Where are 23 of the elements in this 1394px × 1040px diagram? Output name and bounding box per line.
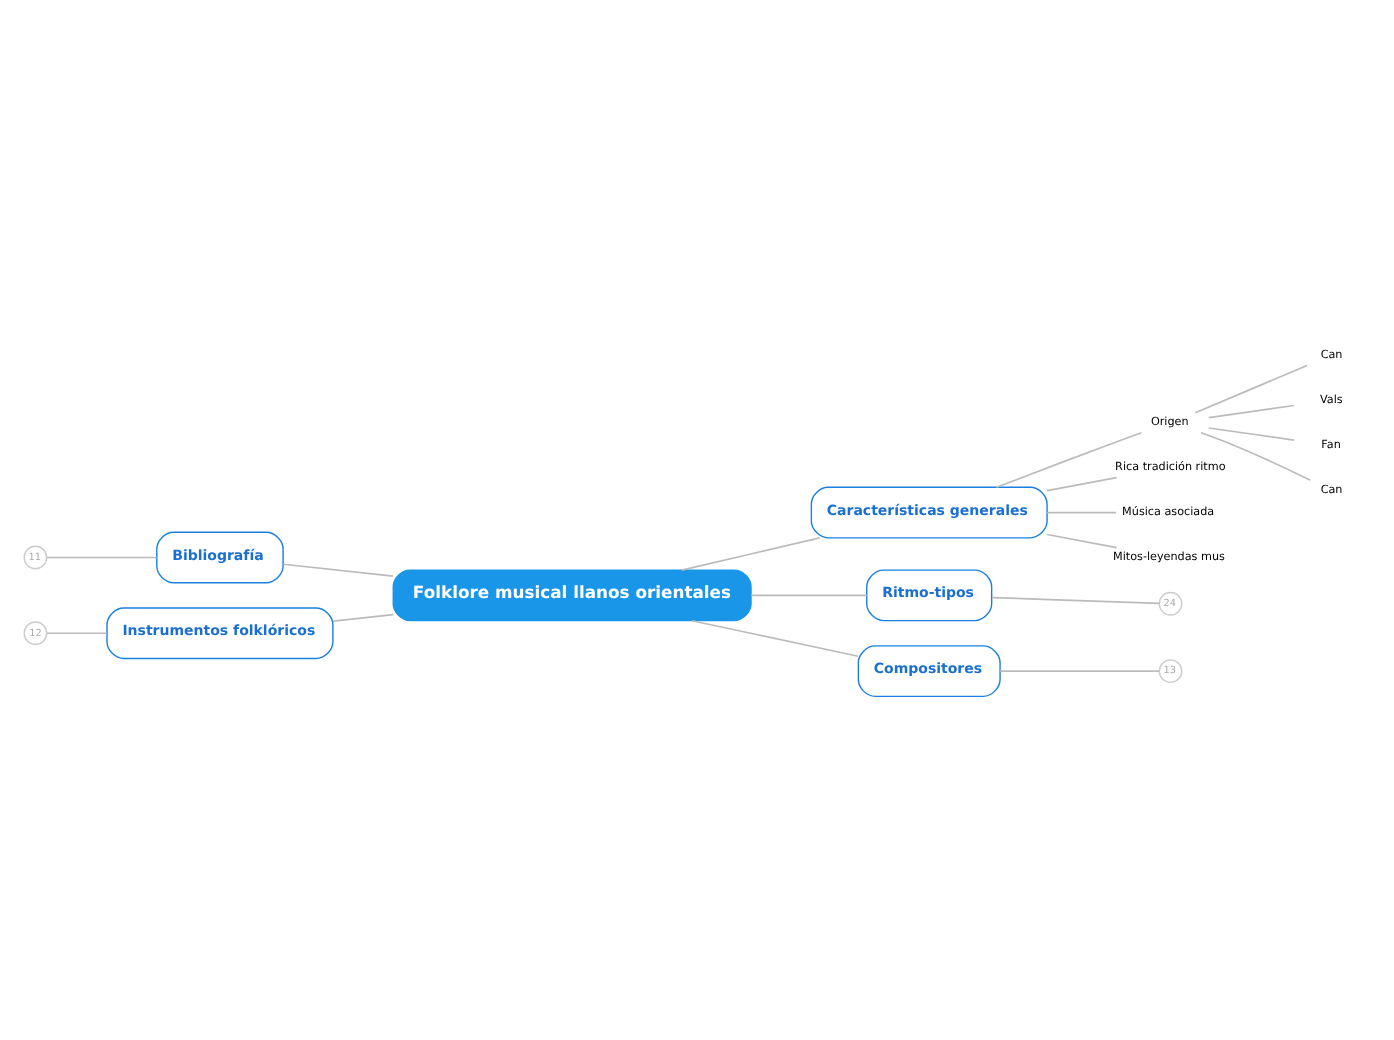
connector bbox=[1194, 363, 1308, 413]
connector bbox=[332, 612, 395, 621]
connector bbox=[1207, 426, 1295, 440]
node-box: Características generales bbox=[810, 485, 1048, 538]
connector bbox=[1046, 532, 1118, 548]
connector bbox=[680, 536, 821, 570]
connector bbox=[1207, 403, 1295, 418]
connector bbox=[999, 669, 1161, 671]
node-box: Ritmo-tipos bbox=[866, 568, 993, 621]
connector bbox=[1046, 475, 1118, 491]
connector bbox=[282, 562, 394, 576]
node-box: Compositores bbox=[857, 644, 1001, 697]
node-box: Instrumentos folklóricos bbox=[106, 606, 334, 659]
connector bbox=[691, 618, 859, 657]
connector bbox=[991, 595, 1161, 604]
connector bbox=[1046, 510, 1117, 513]
connector bbox=[995, 430, 1143, 488]
connector bbox=[750, 593, 868, 596]
connector bbox=[46, 631, 108, 634]
connector bbox=[1200, 430, 1312, 480]
node-box: Bibliografía bbox=[156, 530, 284, 583]
connector bbox=[46, 555, 158, 558]
node-box: Folklore musical llanos orientales bbox=[392, 568, 752, 621]
